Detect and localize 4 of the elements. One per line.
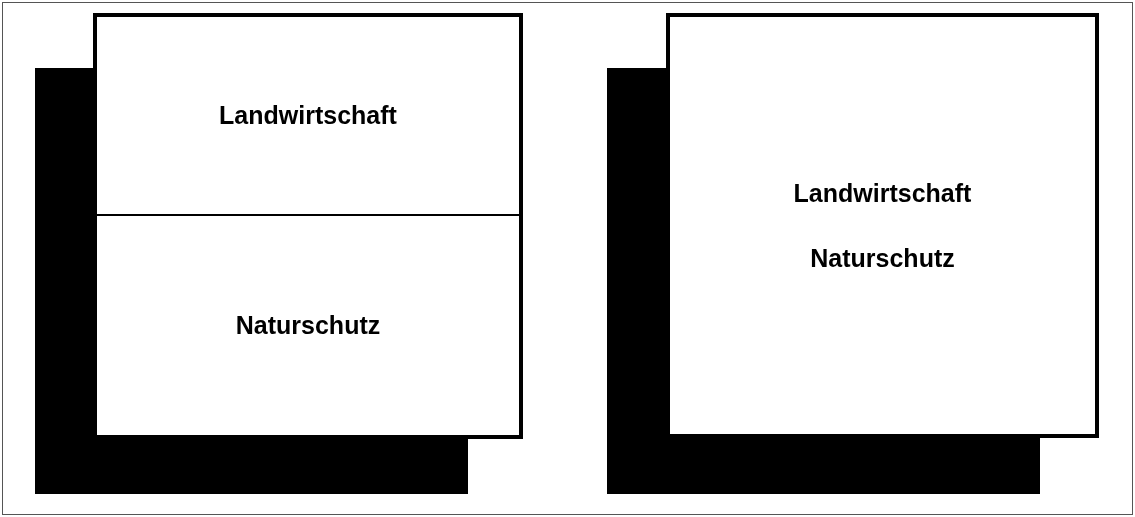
box-label: Naturschutz (810, 243, 955, 273)
box-label: Naturschutz (235, 311, 381, 340)
box-label: Landwirtschaft (793, 178, 972, 208)
box-label: Landwirtschaft (219, 101, 397, 130)
